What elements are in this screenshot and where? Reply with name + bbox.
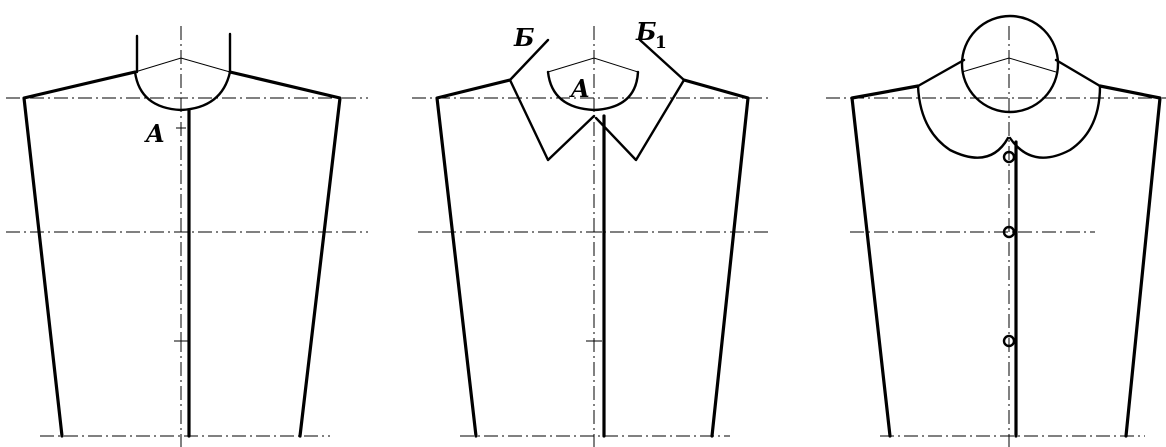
neckline-curve	[133, 70, 232, 112]
label-point-b1: Б	[635, 17, 657, 46]
round-collar-left	[916, 58, 1010, 159]
label-point-b: Б	[513, 23, 535, 52]
neckline-construction-lines	[134, 57, 231, 73]
bodice-outline-left	[22, 70, 137, 438]
neckline-construction-lines	[547, 57, 639, 73]
neckline-construction-lines	[961, 57, 1057, 73]
label-point-b1-subscript: 1	[655, 33, 667, 53]
bodice-outline-left	[850, 84, 920, 438]
pointed-collar-right	[594, 38, 686, 162]
label-point-a: A	[144, 119, 165, 148]
button-1	[1002, 150, 1016, 164]
pointed-collar-left	[508, 38, 596, 162]
bodice-outline-right	[1098, 84, 1162, 438]
figure-2-bodice: Б Б 1 A	[412, 17, 770, 447]
button-2	[1002, 225, 1016, 239]
collar-stand-circle	[960, 14, 1060, 114]
bodice-outline-right	[228, 70, 342, 438]
neckline-curve	[546, 70, 640, 112]
round-collar-right	[1008, 58, 1102, 159]
figure-3-bodice	[826, 14, 1166, 447]
figure-1-bodice: A	[6, 26, 368, 447]
label-point-a: A	[569, 74, 590, 103]
bodice-outline-right	[682, 78, 750, 438]
button-mark-3	[174, 334, 188, 348]
button-3	[1002, 334, 1016, 348]
bodice-outline-left	[435, 78, 512, 438]
